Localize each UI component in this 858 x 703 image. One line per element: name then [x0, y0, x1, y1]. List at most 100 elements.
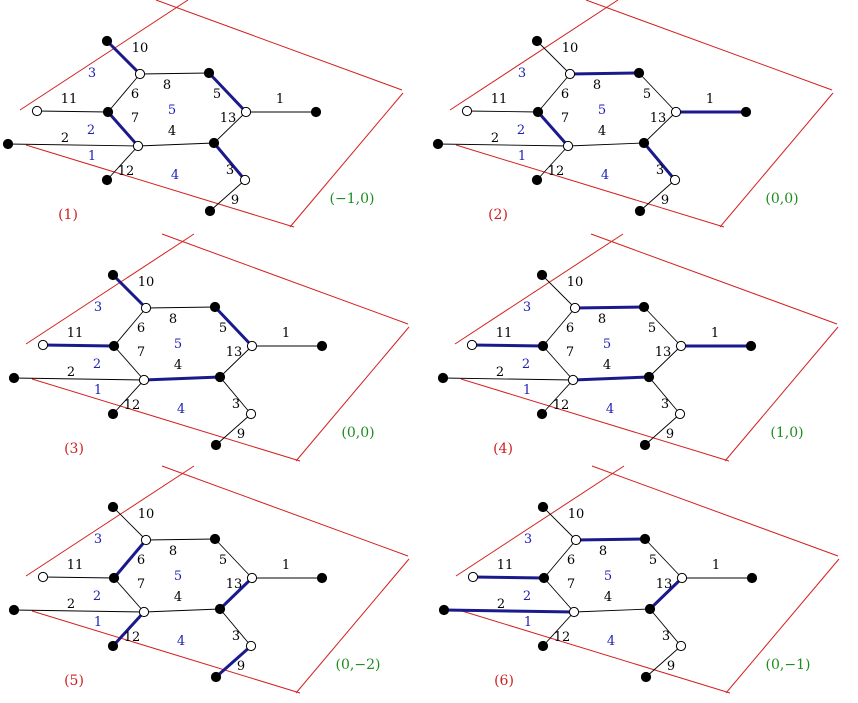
edge-3 [219, 376, 252, 415]
white-vertex [140, 534, 152, 546]
boundary-line [155, 0, 403, 91]
face-label-4: 4 [171, 168, 179, 183]
white-vertex [240, 106, 252, 118]
boundary-line [591, 465, 839, 557]
face-label-5: 5 [604, 569, 612, 584]
white-vertex [138, 606, 150, 618]
boundary-line [161, 233, 409, 325]
edge-label-10: 10 [562, 41, 579, 56]
dimer-edge-4 [572, 375, 650, 382]
edge-label-6: 6 [561, 87, 569, 102]
edge-13 [219, 345, 253, 378]
dimer-edge-10 [111, 273, 148, 310]
black-vertex [531, 35, 543, 47]
edge-label-5: 5 [649, 553, 657, 568]
graph-vertices [432, 35, 752, 217]
face-label-1: 1 [524, 615, 532, 630]
boundary-line [585, 0, 833, 91]
graph-edges [13, 506, 322, 679]
face-label-4: 4 [606, 402, 614, 417]
face-label-2: 2 [93, 357, 101, 372]
black-vertex [532, 106, 544, 118]
edge-label-6: 6 [137, 553, 145, 568]
face-label-5: 5 [174, 569, 182, 584]
edge-11 [466, 110, 539, 113]
edge-9 [639, 179, 676, 212]
edge-label-13: 13 [220, 111, 237, 126]
face-label-5: 5 [168, 103, 176, 118]
boundary-line [460, 378, 730, 462]
dimer-edge-12 [111, 610, 146, 648]
white-vertex [564, 68, 576, 80]
face-label-5: 5 [603, 337, 611, 352]
edge-2 [13, 609, 145, 613]
edge-7 [113, 345, 145, 381]
black-vertex [107, 408, 119, 420]
black-vertex [101, 35, 113, 47]
face-label-3: 3 [88, 66, 96, 81]
black-vertex [203, 67, 215, 79]
face-label-1: 1 [94, 383, 102, 398]
edge-6 [543, 539, 577, 579]
dimer-edge-2 [443, 608, 575, 614]
edge-label-2: 2 [61, 131, 69, 146]
edge-4 [567, 142, 645, 147]
black-vertex [316, 340, 328, 352]
face-label-3: 3 [523, 300, 531, 315]
black-vertex [740, 106, 752, 118]
height-coordinate-label: (0,0) [765, 191, 798, 207]
edge-label-11: 11 [497, 558, 514, 573]
height-coordinate-label: (0,−1) [766, 657, 811, 673]
edge-5 [214, 538, 253, 579]
edge-7 [113, 577, 145, 613]
graph-edges [437, 40, 746, 212]
edge-5 [643, 306, 682, 347]
graph-vertices [437, 269, 757, 451]
boundary-line [25, 144, 295, 228]
black-vertex [643, 371, 655, 383]
graph-vertices [438, 501, 758, 683]
edge-label-7: 7 [137, 345, 145, 360]
boundary-line [461, 610, 731, 694]
face-label-1: 1 [523, 383, 531, 398]
fundamental-domain-boundary [25, 465, 410, 694]
dimer-edge-9 [215, 644, 252, 679]
face-label-2: 2 [93, 589, 101, 604]
black-vertex [746, 572, 758, 584]
face-label-1: 1 [94, 615, 102, 630]
edge-8 [139, 72, 210, 75]
dimer-edge-5 [207, 71, 248, 114]
face-label-5: 5 [174, 337, 182, 352]
white-vertex [570, 534, 582, 546]
edge-6 [542, 307, 576, 347]
edge-6 [537, 73, 571, 113]
edge-3 [648, 376, 681, 415]
black-vertex [644, 603, 656, 615]
edge-label-8: 8 [169, 312, 177, 327]
black-vertex [538, 572, 550, 584]
edge-9 [215, 413, 252, 446]
edge-12 [106, 145, 139, 181]
fundamental-domain-boundary [449, 0, 834, 228]
black-vertex [438, 604, 450, 616]
edge-2 [437, 143, 569, 147]
black-vertex [437, 372, 449, 384]
dimer-edge-7 [106, 111, 140, 147]
black-vertex [638, 301, 650, 313]
black-vertex [316, 572, 328, 584]
edge-label-7: 7 [561, 111, 569, 126]
edge-label-12: 12 [554, 630, 571, 645]
edge-13 [643, 111, 677, 144]
edge-label-1: 1 [276, 92, 284, 107]
face-label-2: 2 [522, 357, 530, 372]
edge-label-8: 8 [163, 78, 171, 93]
edge-9 [209, 179, 246, 212]
dimer-edge-8 [575, 537, 646, 542]
edge-label-6: 6 [567, 553, 575, 568]
dimer-edge-3 [642, 142, 677, 181]
edge-4 [573, 608, 651, 613]
edge-label-3: 3 [662, 629, 670, 644]
